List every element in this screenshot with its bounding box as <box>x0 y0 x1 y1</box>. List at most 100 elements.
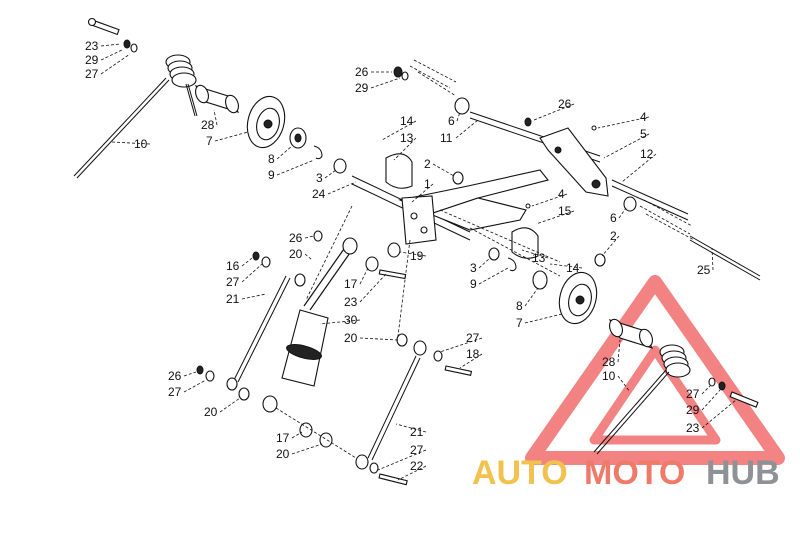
callout-l20b: 20 <box>344 331 399 345</box>
callout-l6b: 6 <box>610 207 627 225</box>
leader-line <box>214 131 249 142</box>
spring-arm-rod-right <box>593 369 670 455</box>
callout-l27c: 27 <box>439 331 483 353</box>
leader-line <box>241 263 263 283</box>
callout-number: 13 <box>400 131 414 145</box>
callout-l14a: 14 <box>381 114 417 141</box>
leader-line <box>524 287 539 307</box>
callout-number: 18 <box>466 347 480 361</box>
leader-line <box>621 153 657 183</box>
spacer-tube-28-right <box>608 318 654 349</box>
callout-l29b: 29 <box>355 77 401 95</box>
leader-line <box>399 251 427 257</box>
leader-line <box>359 337 399 341</box>
callout-number: 20 <box>289 247 303 261</box>
spring-arm-rod-left <box>73 77 170 179</box>
callout-number: 27 <box>226 275 240 289</box>
callout-number: 17 <box>344 277 358 291</box>
leader-line <box>456 111 461 122</box>
leader-line <box>459 353 483 369</box>
leader-line <box>524 313 563 324</box>
callout-l2b: 2 <box>601 229 620 257</box>
callout-l26a: 26 <box>355 65 392 79</box>
leader-line <box>359 273 387 303</box>
idler-wheel-right <box>558 271 598 325</box>
callout-l3a: 3 <box>316 169 337 185</box>
leader-line <box>601 235 620 257</box>
bushing-2-upper <box>452 171 464 185</box>
callout-number: 26 <box>168 369 182 383</box>
callout-l29a: 29 <box>85 49 123 67</box>
callout-l9b: 9 <box>470 267 509 291</box>
callout-number: 26 <box>558 97 572 111</box>
leader-line <box>276 145 293 160</box>
leader-line <box>359 267 369 285</box>
callout-number: 4 <box>640 110 647 124</box>
callout-number: 27 <box>686 387 700 401</box>
leader-line <box>432 163 455 177</box>
callout-number: 29 <box>686 403 700 417</box>
leader-line <box>597 116 650 129</box>
callout-number: 22 <box>410 459 424 473</box>
leader-line <box>711 247 714 271</box>
callout-number: 7 <box>516 316 523 330</box>
callout-number: 9 <box>268 168 275 182</box>
leader-line <box>603 133 650 159</box>
callout-number: 27 <box>410 443 424 457</box>
right-wheel-assembly <box>488 247 759 455</box>
callout-number: 2 <box>610 229 617 243</box>
bushing-3-left <box>333 158 347 174</box>
callout-l1: 1 <box>411 177 434 203</box>
callout-number: 6 <box>448 114 455 128</box>
callout-l25: 25 <box>697 247 714 277</box>
leader-line <box>455 119 479 139</box>
callout-l27f: 27 <box>377 443 427 471</box>
leader-line <box>533 103 575 121</box>
leader-line <box>183 379 207 393</box>
callout-number: 24 <box>312 187 326 201</box>
callout-l7b: 7 <box>516 313 563 330</box>
callout-l8b: 8 <box>516 287 539 313</box>
callout-l15: 15 <box>535 204 575 225</box>
leader-line <box>291 443 323 455</box>
callout-number: 3 <box>316 171 323 185</box>
leader-line <box>319 319 361 325</box>
leader-line <box>183 371 197 377</box>
callout-number: 11 <box>440 131 453 145</box>
leader-line <box>439 337 483 353</box>
bushing-19 <box>387 242 401 258</box>
callout-number: 8 <box>516 299 523 313</box>
callout-number: 3 <box>470 261 477 275</box>
leader-line <box>241 257 253 267</box>
callout-l7a: 7 <box>206 131 249 148</box>
leader-line <box>521 249 549 259</box>
leader-line <box>276 159 315 176</box>
callout-l9a: 9 <box>268 159 315 182</box>
callout-number: 19 <box>410 249 424 263</box>
callout-l17a: 17 <box>344 267 369 291</box>
callout-l24: 24 <box>312 181 357 201</box>
callout-l11: 11 <box>440 119 479 145</box>
assembly-guide-lines <box>305 205 561 337</box>
callout-l23b: 23 <box>344 273 387 309</box>
callout-number: 6 <box>610 211 617 225</box>
callout-number: 21 <box>410 425 424 439</box>
spacer-tube-28-left <box>194 84 240 114</box>
callout-number: 21 <box>226 292 240 306</box>
leader-line <box>219 397 241 413</box>
callout-number: 23 <box>85 39 99 53</box>
callout-l17b: 17 <box>276 431 303 445</box>
callout-l27d: 27 <box>168 379 207 399</box>
leader-line <box>478 267 509 285</box>
watermark-hub: HUB <box>706 454 780 492</box>
callout-number: 13 <box>532 251 546 265</box>
watermark-text: AUTO MOTO HUB <box>472 454 780 492</box>
callout-l5: 5 <box>603 127 650 159</box>
callout-number: 28 <box>201 118 215 132</box>
callout-number: 1 <box>424 177 431 191</box>
callout-number: 27 <box>85 67 99 81</box>
watermark-auto: AUTO <box>472 454 568 492</box>
callout-l13b: 13 <box>521 249 549 265</box>
